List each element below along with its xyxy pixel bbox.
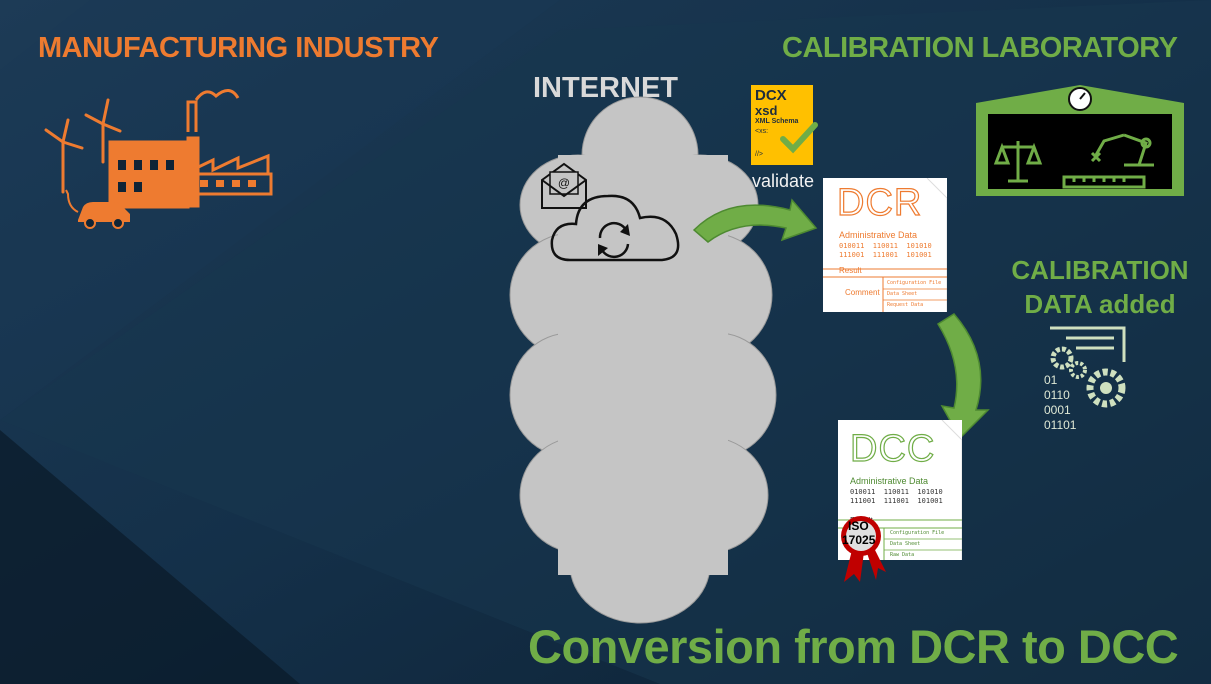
dcr-side-datasheet: Data Sheet: [887, 291, 918, 297]
laboratory-icon: [976, 85, 1184, 196]
dcx-schema-icon: DCX xsd XML Schema <xs: //>: [751, 85, 818, 165]
validate-label: validate: [752, 171, 815, 191]
scale-icon: [993, 141, 1043, 183]
manufacturing-title: MANUFACTURING INDUSTRY: [38, 32, 439, 64]
dcr-side-request: Request Data: [887, 302, 924, 308]
dcc-side-rawdata: Raw Data: [890, 552, 915, 558]
email-icon: @: [541, 162, 587, 209]
iso-seal-number: 17025: [842, 533, 876, 547]
dcc-admin-label: Administrative Data: [850, 476, 929, 486]
dcr-side-config: Configuration File: [887, 280, 942, 286]
iso-seal-top: ISO: [848, 519, 869, 533]
dcc-side-config: Configuration File: [890, 530, 945, 536]
dcc-side-datasheet: Data Sheet: [890, 541, 921, 547]
dcr-binary: 010011 110011 101010 111001 111001 10100…: [839, 242, 932, 259]
gauge-icon: [1068, 87, 1092, 111]
svg-text:@: @: [558, 176, 570, 190]
xs-close-tag: //>: [755, 151, 763, 158]
dcc-binary: 010011 110011 101010 111001 111001 10100…: [850, 488, 943, 505]
xml-schema-label: XML Schema: [755, 118, 799, 125]
iso-seal-icon: [841, 516, 886, 582]
calibration-line1: CALIBRATION: [1011, 255, 1189, 285]
arrow-to-dcr: [692, 198, 818, 243]
binary-icon-text: 01 0110 0001 01101: [1044, 373, 1077, 432]
calibration-line2: DATA added: [1024, 289, 1176, 319]
dcr-comment-label: Comment: [845, 288, 880, 297]
wind-turbine-icon: [44, 98, 122, 194]
dcr-outline: [823, 178, 947, 312]
robot-arm-icon: [1062, 133, 1154, 189]
dcr-title: DCR: [836, 181, 923, 224]
calibration-data-label: CALIBRATION DATA added: [1000, 253, 1200, 321]
dcc-title: DCC: [849, 427, 936, 470]
gears-icon: [1050, 326, 1126, 408]
xsd-label: xsd: [755, 103, 778, 118]
cloud-sync-icon: [550, 194, 680, 262]
dcx-label: DCX: [755, 87, 787, 104]
bottom-title: Conversion from DCR to DCC: [528, 620, 1179, 673]
car-icon: [65, 189, 130, 229]
factory-icon: [44, 89, 273, 229]
checkmark-icon: [780, 122, 818, 154]
internet-cloud: [509, 96, 777, 624]
dcr-document: DCR Administrative Data 010011 110011 10…: [823, 178, 947, 312]
xs-tag: <xs:: [755, 128, 769, 135]
laboratory-title: CALIBRATION LABORATORY: [782, 32, 1178, 64]
dcr-admin-label: Administrative Data: [839, 230, 918, 240]
dcr-result-label: Result: [839, 266, 862, 275]
dcc-document: DCC Administrative Data 010011 110011 10…: [838, 420, 962, 560]
